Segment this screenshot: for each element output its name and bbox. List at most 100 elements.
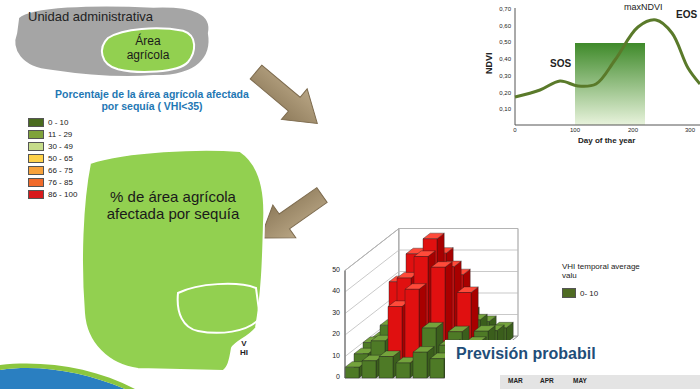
legend-entry: 50 - 65 bbox=[28, 154, 73, 163]
node-text: Área agrícola bbox=[116, 35, 180, 63]
blob-shape bbox=[14, 5, 209, 77]
node-text: Unidad administrativa bbox=[28, 10, 208, 25]
chart-label: APR bbox=[540, 377, 554, 384]
legend-entry: 11 - 29 bbox=[28, 130, 72, 139]
art-path bbox=[474, 326, 495, 332]
chart-label: 40 bbox=[320, 287, 340, 295]
legend-swatch bbox=[28, 130, 44, 139]
legend-text: 50 - 65 bbox=[48, 154, 73, 163]
region-outline bbox=[178, 284, 260, 333]
chart-label: 0 bbox=[505, 127, 525, 134]
label-text: 50 bbox=[332, 266, 340, 273]
art-path bbox=[413, 347, 434, 353]
legend-text: 86 - 100 bbox=[48, 190, 77, 199]
chart-label: MAR bbox=[508, 377, 523, 384]
art-path bbox=[448, 326, 469, 332]
table-header bbox=[500, 375, 700, 389]
chart-label: 0 bbox=[320, 373, 340, 381]
slide-swoosh bbox=[0, 364, 135, 389]
admin-unit-blob: Unidad administrativaÁrea agrícola bbox=[10, 2, 215, 80]
art-path bbox=[405, 284, 426, 290]
chart-label: 0,30 bbox=[491, 73, 511, 80]
agricultural-area-blob: Área agrícola bbox=[98, 26, 198, 74]
blob-outline bbox=[78, 143, 268, 373]
art-path bbox=[431, 262, 452, 268]
chart-label: VHI temporal average valu bbox=[562, 262, 644, 280]
axis-line bbox=[515, 8, 516, 125]
label-text: MAR bbox=[508, 377, 523, 384]
legend-entry: 76 - 85 bbox=[28, 178, 73, 187]
label-text: Day of the year bbox=[578, 136, 635, 145]
label-text: 0 bbox=[513, 127, 516, 133]
chart-label: 0,20 bbox=[491, 90, 511, 97]
chart-label: 0,50 bbox=[491, 39, 511, 46]
label-text: VHI temporal average valu bbox=[562, 262, 640, 280]
node-text: % de área agrícola afectada por sequía bbox=[98, 188, 248, 223]
chart-label: 30 bbox=[320, 309, 340, 317]
label-text: 40 bbox=[332, 287, 340, 294]
blob-shape bbox=[82, 150, 264, 371]
label-text: 0,30 bbox=[499, 73, 511, 79]
art-path bbox=[423, 233, 444, 239]
art-path bbox=[243, 57, 330, 139]
art-path bbox=[345, 367, 359, 378]
art-path bbox=[362, 361, 376, 378]
axis-line bbox=[515, 125, 700, 126]
label-text: VHI bbox=[240, 339, 248, 357]
label-text: 10 bbox=[332, 352, 340, 359]
legend-text: 76 - 85 bbox=[48, 178, 73, 187]
chart-label: SOS bbox=[550, 58, 571, 70]
art-path bbox=[422, 322, 443, 328]
flow-arrow bbox=[243, 57, 330, 139]
label-text: APR bbox=[540, 377, 554, 384]
chart-label: 0,10 bbox=[491, 106, 511, 113]
legend-entry: 0 - 10 bbox=[28, 118, 68, 127]
art-path bbox=[413, 352, 427, 378]
label-text: 0,10 bbox=[499, 106, 511, 112]
label-text: 0,70 bbox=[499, 6, 511, 12]
label-text: 0,20 bbox=[499, 90, 511, 96]
blob-shape bbox=[102, 28, 194, 72]
forecast-panel bbox=[445, 340, 700, 389]
legend-swatch bbox=[562, 288, 576, 298]
label-text: 20 bbox=[332, 330, 340, 337]
chart-label: Day of the year bbox=[578, 136, 635, 145]
label-text: 300 bbox=[685, 127, 695, 133]
chart-label: 0,60 bbox=[491, 23, 511, 30]
ndvi-chart bbox=[515, 8, 700, 125]
label-text: 100 bbox=[570, 127, 580, 133]
legend-entry: 86 - 100 bbox=[28, 190, 77, 199]
legend-text: 0 - 10 bbox=[48, 118, 68, 127]
drought-map-blob: % de área agrícola afectada por sequía bbox=[78, 143, 268, 373]
art-path bbox=[457, 287, 478, 293]
label-text: 0,60 bbox=[499, 23, 511, 29]
art-path bbox=[414, 251, 435, 257]
chart-label: NDVI bbox=[484, 52, 494, 74]
label-text: 0 bbox=[336, 373, 340, 380]
art-path bbox=[396, 363, 410, 378]
label-text: Porcentaje de la área agrícola afectada … bbox=[55, 88, 249, 112]
label-text: MAY bbox=[573, 377, 587, 384]
legend-entry: 66 - 75 bbox=[28, 166, 73, 175]
legend-swatch bbox=[28, 118, 44, 127]
chart-label: 20 bbox=[320, 330, 340, 338]
legend-text: 30 - 49 bbox=[48, 142, 73, 151]
label-text: 0,40 bbox=[499, 56, 511, 62]
legend-entry: 0- 10 bbox=[562, 288, 598, 298]
label-text: SOS bbox=[550, 58, 571, 69]
label-text: NDVI bbox=[484, 52, 494, 74]
chart-label: MAY bbox=[573, 377, 587, 384]
art-path bbox=[430, 359, 444, 378]
art-path bbox=[379, 357, 393, 379]
label-text: Previsión probabil bbox=[456, 345, 596, 362]
label-text: 30 bbox=[332, 309, 340, 316]
legend-swatch bbox=[28, 190, 44, 199]
chart-label: 100 bbox=[565, 127, 585, 134]
chart-label: 0,40 bbox=[491, 56, 511, 63]
chart-label: 10 bbox=[320, 352, 340, 360]
season-band bbox=[575, 43, 645, 125]
legend-swatch bbox=[28, 154, 44, 163]
legend-entry: 30 - 49 bbox=[28, 142, 73, 151]
legend-text: 11 - 29 bbox=[48, 130, 72, 139]
